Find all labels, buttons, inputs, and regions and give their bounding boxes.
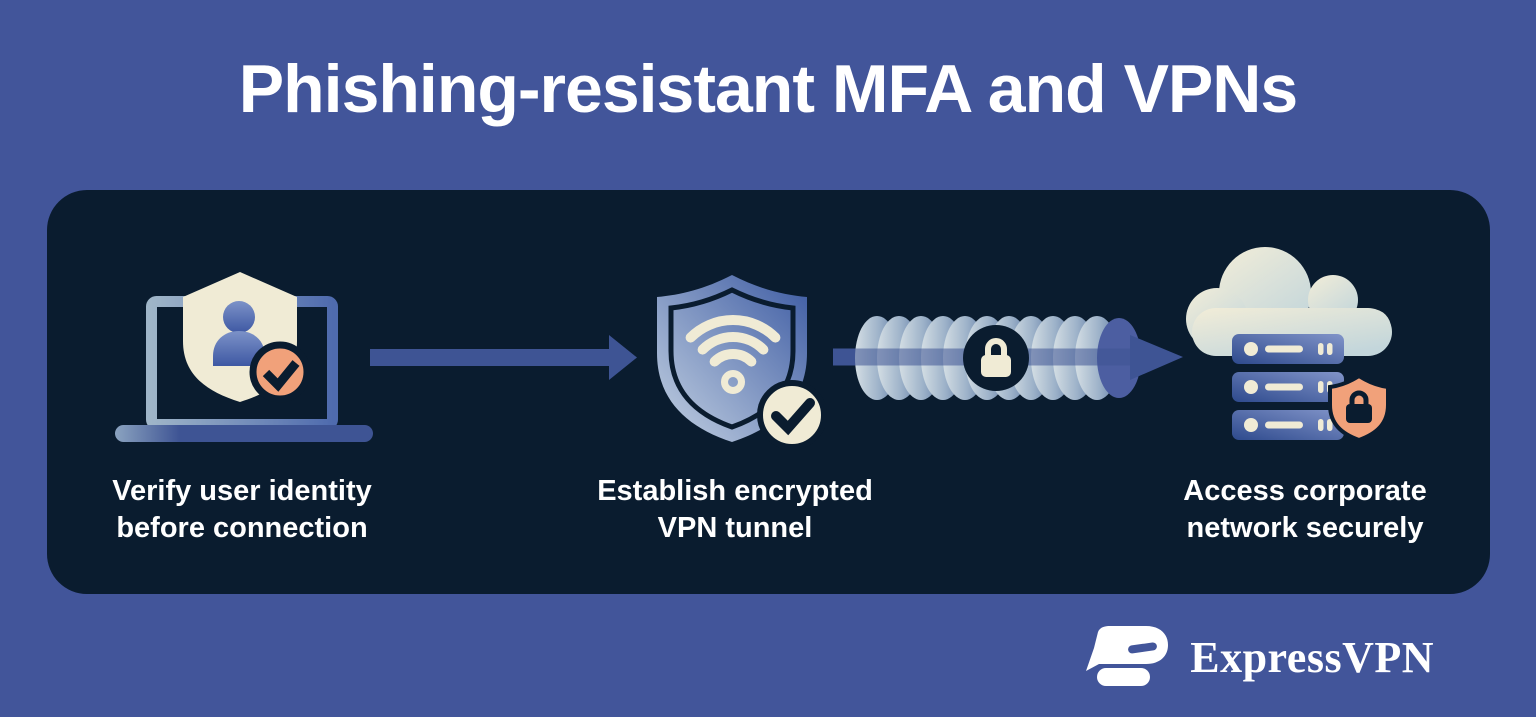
step-1-label: Verify user identity before connection	[112, 473, 372, 547]
encrypted-tunnel-arrow-icon	[833, 316, 1183, 400]
cloud-servers-lock-shield-icon	[1186, 247, 1392, 443]
step-2-line-2: VPN tunnel	[657, 512, 813, 544]
wifi-icon	[685, 315, 781, 394]
vpn-shield-wifi-check-icon	[657, 275, 827, 450]
cloud-icon	[1186, 247, 1392, 356]
user-icon	[213, 301, 265, 366]
step-1-line-2: before connection	[116, 512, 368, 544]
flow-diagram	[115, 247, 1392, 450]
diagram-panel: Verify user identity before connection E…	[47, 190, 1490, 594]
secure-lock-shield-icon	[1328, 373, 1390, 443]
check-badge-icon	[249, 341, 311, 403]
server-leds	[1244, 342, 1333, 432]
step-3-line-2: network securely	[1186, 512, 1424, 544]
lock-icon	[963, 325, 1029, 391]
step-3-line-1: Access corporate	[1183, 475, 1427, 507]
brand-wordmark: ExpressVPN	[1190, 633, 1434, 682]
page-title: Phishing-resistant MFA and VPNs	[238, 51, 1298, 127]
server-stack-icon	[1232, 334, 1344, 440]
step-3-label: Access corporate network securely	[1183, 473, 1426, 547]
laptop-identity-check-icon	[115, 272, 373, 442]
brand-footer: ExpressVPN	[1084, 618, 1434, 698]
arrow-right-icon	[370, 335, 637, 380]
step-2-label: Establish encrypted VPN tunnel	[597, 473, 873, 547]
check-badge-icon	[757, 380, 827, 450]
step-2-line-1: Establish encrypted	[597, 475, 873, 507]
step-1-line-1: Verify user identity	[112, 475, 372, 507]
expressvpn-logo-icon	[1086, 626, 1169, 686]
